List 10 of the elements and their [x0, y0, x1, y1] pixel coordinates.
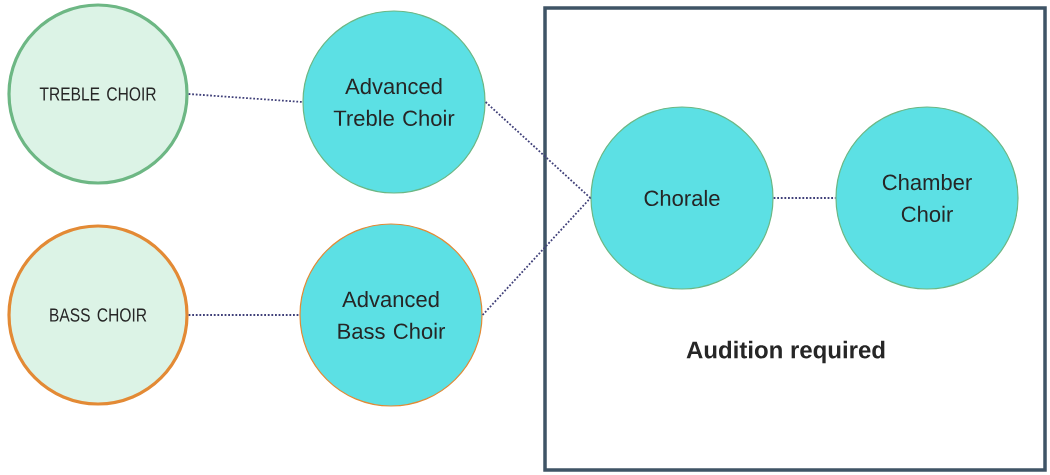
dotted-line [484, 101, 592, 199]
dotted-line [481, 197, 592, 316]
dotted-line [187, 93, 304, 103]
circle-node: TREBLE CHOIR [7, 3, 189, 185]
dotted-line [187, 314, 301, 316]
circle-node: Chamber Choir [835, 106, 1019, 290]
circle-node: Advanced Treble Choir [302, 10, 486, 194]
circle-node: BASS CHOIR [7, 224, 189, 406]
circle-node: Chorale [590, 106, 774, 290]
circle-node: Advanced Bass Choir [299, 223, 483, 407]
